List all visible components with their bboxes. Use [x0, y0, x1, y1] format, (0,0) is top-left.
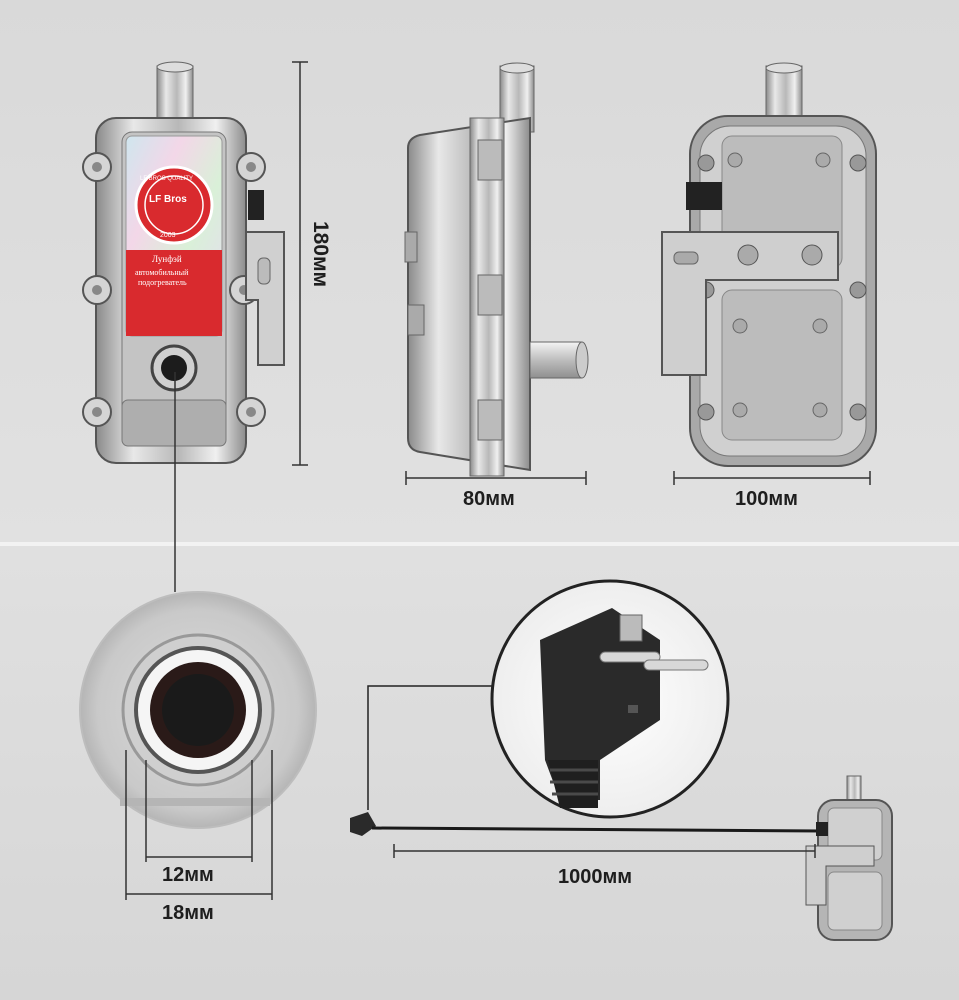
cable-assembly — [350, 812, 823, 836]
side-view-heater — [404, 62, 589, 477]
label-description-line1: автомобильный — [135, 268, 189, 277]
label-product-name: Лунфэй — [152, 254, 182, 264]
label-year: 2003 — [160, 232, 176, 239]
outer-diameter-label: 18мм — [162, 902, 214, 924]
inner-diameter-label: 12мм — [162, 864, 214, 886]
label-ring-text: LF BROS QUALITY — [140, 176, 194, 182]
small-heater-icon — [805, 775, 893, 941]
cable-length-label: 1000мм — [558, 866, 633, 888]
back-view-heater — [661, 62, 877, 467]
plug-detail-circle — [490, 579, 730, 819]
width-dimension-label: 80мм — [463, 488, 515, 510]
front-view-heater — [82, 61, 285, 464]
gland-detail-circle — [79, 591, 317, 829]
label-brand-logo: LF Bros — [149, 194, 187, 205]
label-description-line2: подогреватель — [138, 278, 187, 287]
height-dimension-label: 180мм — [309, 220, 333, 288]
panel-divider — [0, 542, 959, 546]
depth-dimension-label: 100мм — [735, 488, 798, 510]
